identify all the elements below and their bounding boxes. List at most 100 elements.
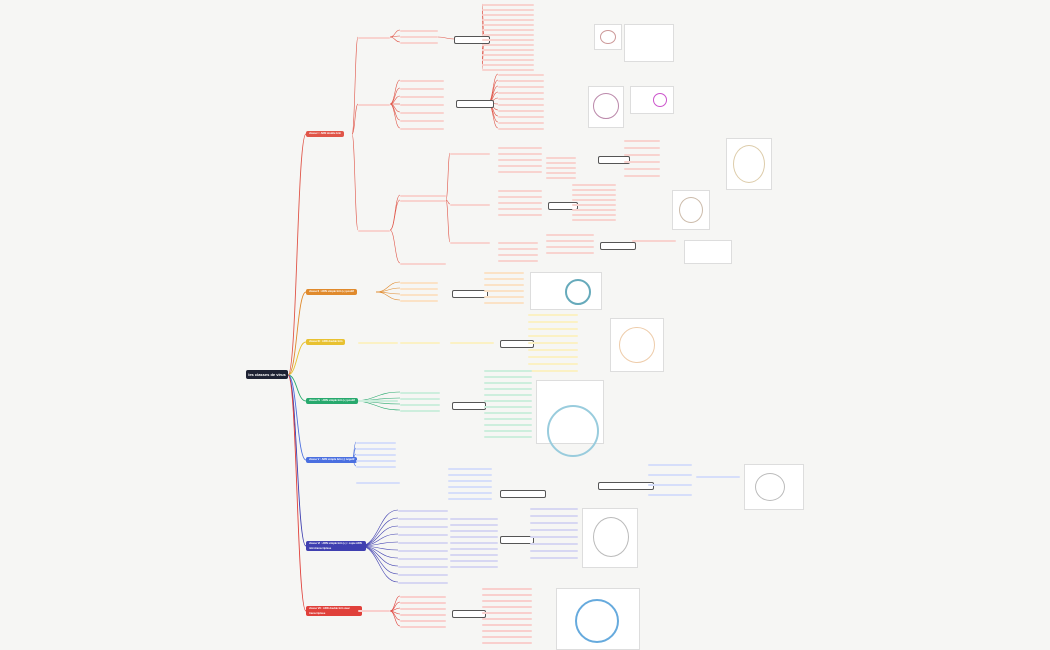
branch-node[interactable] xyxy=(498,208,542,210)
summary-box-6[interactable] xyxy=(452,290,488,298)
branch-node[interactable] xyxy=(400,96,444,98)
branch-node[interactable] xyxy=(484,430,532,432)
branch-node[interactable] xyxy=(648,474,692,476)
branch-node[interactable] xyxy=(498,86,544,88)
branch-node[interactable] xyxy=(482,606,532,608)
branch-node[interactable] xyxy=(398,526,448,528)
branch-node[interactable] xyxy=(400,398,440,400)
branch-node[interactable] xyxy=(498,104,544,106)
branch-node[interactable] xyxy=(400,294,438,296)
branch-node[interactable] xyxy=(484,394,532,396)
branch-node[interactable] xyxy=(358,610,390,612)
branch-node[interactable] xyxy=(498,171,542,173)
branch-node[interactable] xyxy=(498,202,542,204)
branch-node[interactable] xyxy=(400,42,438,44)
branch-node[interactable] xyxy=(400,410,440,412)
diagram-thumbnail-9[interactable] xyxy=(610,318,664,372)
branch-node[interactable] xyxy=(632,240,676,242)
branch-node[interactable] xyxy=(484,302,524,304)
branch-node[interactable] xyxy=(482,630,532,632)
branch-node[interactable] xyxy=(450,548,498,550)
branch-node[interactable] xyxy=(572,194,616,196)
branch-node[interactable] xyxy=(624,175,660,177)
class-node-7[interactable]: classe VII : ADN double brin avec transc… xyxy=(306,606,362,616)
branch-node[interactable] xyxy=(398,542,448,544)
branch-node[interactable] xyxy=(484,290,524,292)
branch-node[interactable] xyxy=(398,558,448,560)
branch-node[interactable] xyxy=(398,550,448,552)
branch-node[interactable] xyxy=(358,400,398,402)
summary-box-11[interactable] xyxy=(500,536,534,544)
branch-node[interactable] xyxy=(482,14,534,16)
branch-node[interactable] xyxy=(546,157,576,159)
branch-node[interactable] xyxy=(498,254,538,256)
branch-node[interactable] xyxy=(400,300,438,302)
branch-node[interactable] xyxy=(358,342,398,344)
branch-node[interactable] xyxy=(450,566,498,568)
branch-node[interactable] xyxy=(528,356,578,358)
branch-node[interactable] xyxy=(498,110,544,112)
branch-node[interactable] xyxy=(484,400,532,402)
branch-node[interactable] xyxy=(498,190,542,192)
branch-node[interactable] xyxy=(528,349,578,351)
branch-node[interactable] xyxy=(450,518,498,520)
branch-node[interactable] xyxy=(648,494,692,496)
branch-node[interactable] xyxy=(400,36,438,38)
summary-box-8[interactable] xyxy=(452,402,486,410)
branch-node[interactable] xyxy=(624,154,660,156)
branch-node[interactable] xyxy=(498,214,542,216)
branch-node[interactable] xyxy=(546,172,576,174)
branch-node[interactable] xyxy=(398,518,448,520)
branch-node[interactable] xyxy=(484,388,532,390)
branch-node[interactable] xyxy=(528,328,578,330)
summary-box-10[interactable] xyxy=(598,482,654,490)
branch-node[interactable] xyxy=(356,448,396,450)
branch-node[interactable] xyxy=(648,464,692,466)
summary-box-12[interactable] xyxy=(452,610,486,618)
branch-node[interactable] xyxy=(450,153,490,155)
branch-node[interactable] xyxy=(482,44,534,46)
summary-box-7[interactable] xyxy=(500,340,534,348)
branch-node[interactable] xyxy=(398,582,448,584)
branch-node[interactable] xyxy=(482,24,534,26)
branch-node[interactable] xyxy=(546,162,576,164)
branch-node[interactable] xyxy=(450,530,498,532)
branch-node[interactable] xyxy=(356,482,400,484)
branch-node[interactable] xyxy=(400,120,444,122)
branch-node[interactable] xyxy=(450,554,498,556)
branch-node[interactable] xyxy=(398,510,448,512)
branch-node[interactable] xyxy=(398,574,448,576)
branch-node[interactable] xyxy=(546,234,594,236)
diagram-thumbnail-4[interactable] xyxy=(630,86,674,114)
branch-node[interactable] xyxy=(400,282,438,284)
branch-node[interactable] xyxy=(484,284,524,286)
branch-node[interactable] xyxy=(400,596,446,598)
branch-node[interactable] xyxy=(482,54,534,56)
branch-node[interactable] xyxy=(484,424,532,426)
branch-node[interactable] xyxy=(546,167,576,169)
class-node-3[interactable]: classe III : ARN double brin xyxy=(306,339,346,345)
branch-node[interactable] xyxy=(482,612,532,614)
summary-box-4[interactable] xyxy=(548,202,578,210)
branch-node[interactable] xyxy=(482,636,532,638)
branch-node[interactable] xyxy=(624,168,660,170)
branch-node[interactable] xyxy=(450,242,490,244)
branch-node[interactable] xyxy=(450,560,498,562)
branch-node[interactable] xyxy=(546,246,594,248)
branch-node[interactable] xyxy=(498,242,538,244)
branch-node[interactable] xyxy=(484,376,532,378)
diagram-thumbnail-7[interactable] xyxy=(684,240,732,264)
branch-node[interactable] xyxy=(498,165,542,167)
diagram-thumbnail-1[interactable] xyxy=(594,24,622,50)
branch-node[interactable] xyxy=(400,88,444,90)
branch-node[interactable] xyxy=(448,474,492,476)
branch-node[interactable] xyxy=(448,468,492,470)
branch-node[interactable] xyxy=(400,608,446,610)
branch-node[interactable] xyxy=(400,626,446,628)
branch-node[interactable] xyxy=(400,263,446,265)
branch-node[interactable] xyxy=(400,602,446,604)
branch-node[interactable] xyxy=(546,252,594,254)
branch-node[interactable] xyxy=(356,454,396,456)
branch-node[interactable] xyxy=(400,80,444,82)
